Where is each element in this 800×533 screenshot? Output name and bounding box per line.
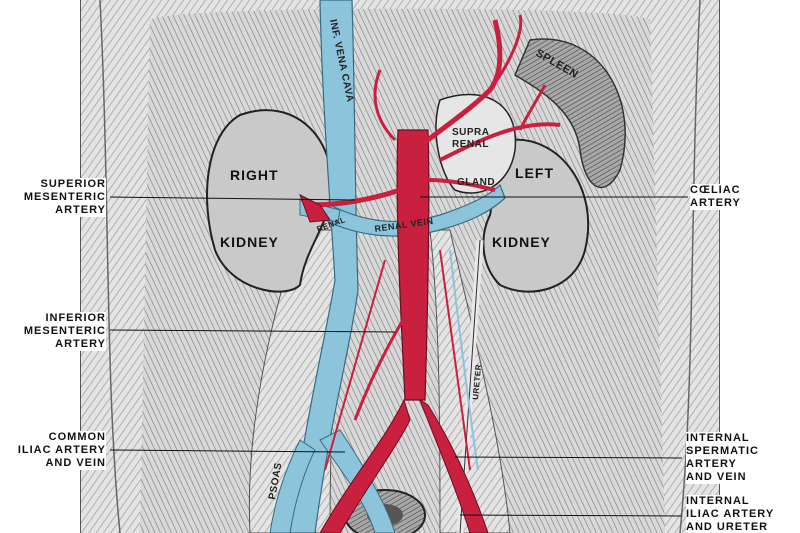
left-gastric-artery bbox=[488, 14, 523, 91]
suprarenal-label-3: GLAND bbox=[457, 177, 495, 188]
label-line: COMMON bbox=[48, 431, 106, 443]
leader-internal-spermatic bbox=[454, 456, 683, 459]
leader-common-iliac bbox=[109, 449, 346, 453]
suprarenal-label-2: RENAL bbox=[452, 139, 489, 150]
right-common-iliac-artery bbox=[319, 398, 411, 533]
label-line: ARTERY bbox=[55, 204, 106, 216]
inferior-mesenteric-artery bbox=[353, 299, 417, 421]
label-line: MESENTERIC bbox=[23, 191, 106, 203]
wall-fold-left bbox=[99, 0, 121, 533]
leader-internal-iliac bbox=[459, 514, 683, 517]
label-line: SUPERIOR bbox=[40, 178, 106, 190]
internal-spermatic-artery-vein-label: INTERNAL SPERMATIC ARTERY AND VEIN bbox=[686, 432, 798, 484]
right-kidney-label-2: KIDNEY bbox=[220, 234, 279, 250]
leader-inferior-mesenteric bbox=[109, 329, 396, 333]
label-line: AND URETER bbox=[686, 521, 769, 533]
label-line: ARTERY bbox=[690, 197, 741, 209]
label-line: INTERNAL bbox=[686, 432, 750, 444]
right-kidney bbox=[206, 109, 333, 293]
label-line: CŒLIAC bbox=[690, 184, 741, 196]
ureter-label: URETER bbox=[471, 364, 483, 401]
label-line: ILIAC ARTERY bbox=[686, 508, 775, 520]
right-kidney-label-1: RIGHT bbox=[230, 167, 279, 183]
wall-fold-right bbox=[679, 0, 701, 533]
label-line: ARTERY bbox=[686, 458, 737, 470]
splenic-branch bbox=[518, 84, 547, 131]
suprarenal-label-1: SUPRA bbox=[452, 127, 490, 138]
right-spermatic-artery bbox=[324, 259, 386, 471]
label-line: MESENTERIC bbox=[23, 325, 106, 337]
common-iliac-artery-vein-label: COMMON ILIAC ARTERY AND VEIN bbox=[6, 431, 106, 470]
right-common-iliac-vein bbox=[269, 439, 316, 533]
coeliac-artery-label: CŒLIAC ARTERY bbox=[690, 184, 798, 210]
left-spermatic-vein bbox=[449, 249, 479, 471]
label-line: INFERIOR bbox=[45, 312, 106, 324]
label-line: ARTERY bbox=[55, 338, 106, 350]
internal-iliac-artery-ureter-label: INTERNAL ILIAC ARTERY AND URETER bbox=[686, 495, 798, 533]
coeliac-trunk bbox=[413, 19, 503, 152]
leader-superior-mesenteric bbox=[109, 196, 356, 201]
label-line: AND VEIN bbox=[686, 471, 747, 483]
phrenic-artery bbox=[373, 69, 397, 142]
label-line: ILIAC ARTERY bbox=[17, 444, 106, 456]
splenic-artery bbox=[439, 122, 561, 162]
superior-mesenteric-artery-label: SUPERIOR MESENTERIC ARTERY bbox=[6, 178, 106, 217]
left-common-iliac-artery bbox=[419, 398, 489, 533]
left-kidney-label-1: LEFT bbox=[515, 165, 554, 181]
label-line: SPERMATIC bbox=[686, 445, 759, 457]
left-spermatic-artery bbox=[439, 249, 471, 471]
label-line: AND VEIN bbox=[45, 457, 106, 469]
spleen bbox=[514, 38, 626, 189]
left-renal-artery bbox=[427, 178, 496, 192]
renal-hilum-artery bbox=[299, 193, 331, 223]
label-line: INTERNAL bbox=[686, 495, 750, 507]
inferior-mesenteric-artery-label: INFERIOR MESENTERIC ARTERY bbox=[6, 312, 106, 351]
left-kidney-label-2: KIDNEY bbox=[492, 234, 551, 250]
